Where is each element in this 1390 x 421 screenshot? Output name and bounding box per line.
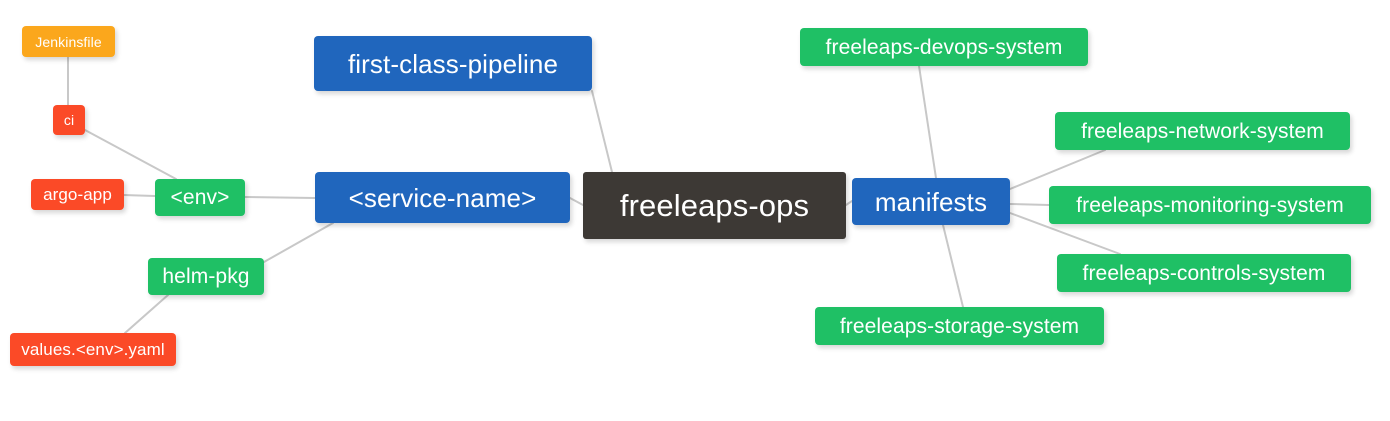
edge-manifests-to-freeleaps-network-system — [1009, 149, 1106, 190]
mindmap-node-argo-app[interactable]: argo-app — [31, 179, 124, 210]
mindmap-node-freeleaps-devops-system[interactable]: freeleaps-devops-system — [800, 28, 1088, 66]
mindmap-node-values-env-yaml[interactable]: values.<env>.yaml — [10, 333, 176, 366]
mindmap-node-env[interactable]: <env> — [155, 179, 245, 216]
mindmap-node-freeleaps-network-system[interactable]: freeleaps-network-system — [1055, 112, 1350, 150]
edge-service-name-to-helm-pkg — [263, 222, 334, 263]
edge-freeleaps-ops-to-service-name — [569, 197, 584, 206]
mindmap-node-freeleaps-controls-system[interactable]: freeleaps-controls-system — [1057, 254, 1351, 292]
edge-manifests-to-freeleaps-storage-system — [942, 224, 964, 308]
mindmap-node-manifests[interactable]: manifests — [852, 178, 1010, 225]
edge-env-to-ci — [84, 129, 177, 180]
mindmap-node-freeleaps-ops[interactable]: freeleaps-ops — [583, 172, 846, 239]
edge-freeleaps-ops-to-first-class-pipeline — [591, 90, 613, 173]
mindmap-node-freeleaps-monitoring-system[interactable]: freeleaps-monitoring-system — [1049, 186, 1371, 224]
edge-service-name-to-env — [244, 196, 316, 199]
mindmap-node-freeleaps-storage-system[interactable]: freeleaps-storage-system — [815, 307, 1104, 345]
mindmap-node-first-class-pipeline[interactable]: first-class-pipeline — [314, 36, 592, 91]
edge-env-to-argo-app — [123, 194, 156, 197]
edge-manifests-to-freeleaps-devops-system — [918, 65, 937, 179]
mindmap-node-helm-pkg[interactable]: helm-pkg — [148, 258, 264, 295]
edge-manifests-to-freeleaps-monitoring-system — [1009, 203, 1050, 206]
edge-helm-pkg-to-values-env-yaml — [124, 294, 169, 334]
mindmap-node-ci[interactable]: ci — [53, 105, 85, 135]
mindmap-node-jenkinsfile[interactable]: Jenkinsfile — [22, 26, 115, 57]
mindmap-node-service-name[interactable]: <service-name> — [315, 172, 570, 223]
